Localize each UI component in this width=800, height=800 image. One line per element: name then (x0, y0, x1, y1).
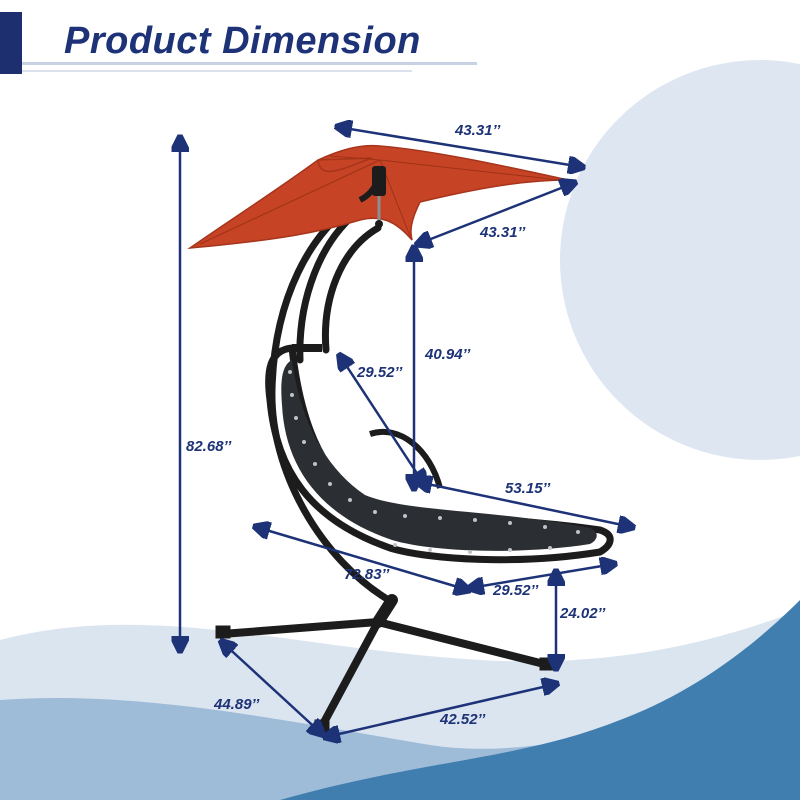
frame-arc-rear (321, 224, 382, 354)
label-base-width: 42.52’’ (440, 711, 486, 728)
canopy-arm (358, 178, 381, 203)
seat-backrest-top (292, 344, 322, 352)
arrow-seat-depth (418, 482, 632, 527)
arrow-chair-length (256, 527, 468, 590)
label-seat-width: 29.52’’ (493, 582, 539, 599)
label-backrest-width: 29.52’’ (357, 364, 403, 381)
label-chair-length: 72.83’’ (344, 566, 390, 583)
label-total-height: 82.68’’ (186, 438, 232, 455)
arrow-base-length (222, 642, 322, 734)
base-leg-left (218, 618, 382, 638)
title-underline (22, 62, 477, 65)
arrow-base-width (326, 684, 556, 737)
label-hanger-to-seat: 40.94’’ (425, 346, 471, 363)
label-base-length: 44.89’’ (214, 696, 260, 713)
label-seat-depth: 53.15’’ (505, 480, 551, 497)
label-canopy-width: 43.31’’ (455, 122, 501, 139)
seat-fabric (281, 360, 597, 551)
label-canopy-depth: 43.31’’ (480, 224, 526, 241)
background-wave-dark (280, 600, 800, 800)
background-circle (560, 60, 800, 460)
label-seat-height: 24.02’’ (560, 605, 606, 622)
base-leg-right (374, 618, 552, 669)
title-underline-secondary (22, 70, 412, 72)
arrow-backrest (340, 356, 424, 484)
arrow-canopy-depth (418, 183, 574, 244)
page-title: Product Dimension (64, 20, 421, 62)
arrow-seat-width (470, 564, 614, 588)
title-accent-bar (0, 12, 22, 74)
arrow-canopy-width (338, 127, 582, 167)
